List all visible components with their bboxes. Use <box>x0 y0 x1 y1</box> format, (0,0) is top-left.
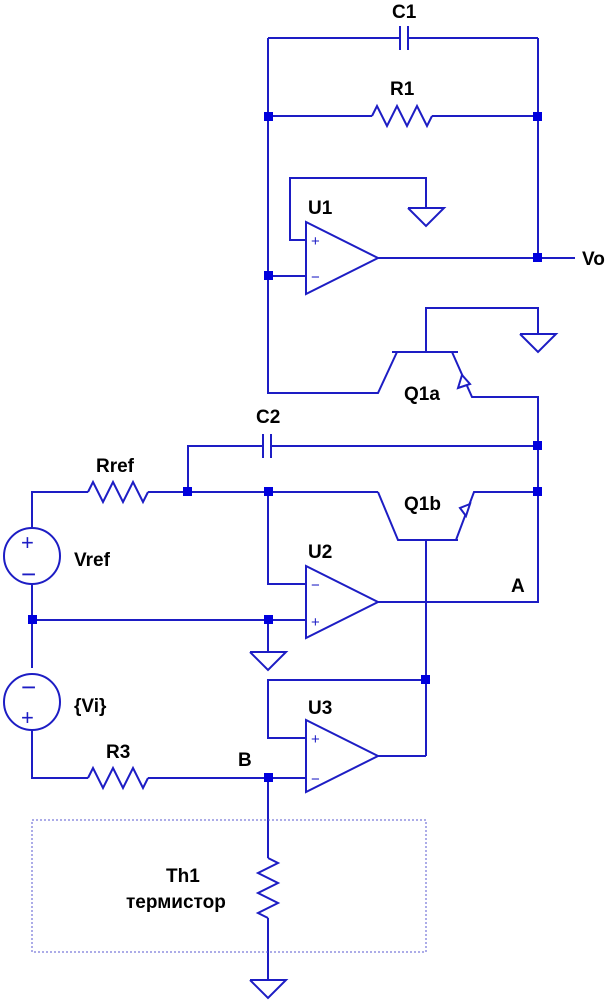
u1-label: U1 <box>308 198 333 219</box>
vi-plus: + <box>21 705 34 730</box>
u3-minus: − <box>311 771 320 788</box>
vref-label: Vref <box>74 550 111 571</box>
vref-minus: − <box>21 559 36 589</box>
c1-label: C1 <box>392 2 417 23</box>
c2-label: C2 <box>256 407 280 428</box>
vi-label: {Vi} <box>74 696 107 717</box>
vref-source <box>3 527 61 668</box>
node-a-label: A <box>511 576 525 597</box>
u3-opamp <box>148 679 426 794</box>
thermistor-label: термистор <box>126 892 226 913</box>
u1-plus: + <box>311 233 320 250</box>
node-b-label: B <box>238 750 252 771</box>
th1-thermistor <box>249 778 289 1000</box>
vi-minus: − <box>21 672 36 702</box>
c1-capacitor <box>399 26 409 50</box>
u1-minus: − <box>311 269 320 286</box>
u3-plus: + <box>311 731 320 748</box>
feedback-wires <box>267 37 539 394</box>
r1-resistor <box>371 103 433 129</box>
r3-label: R3 <box>106 742 130 763</box>
u2-label: U2 <box>308 542 332 563</box>
u2-minus: − <box>311 577 320 594</box>
thermistor-frame <box>31 819 427 953</box>
rref-label: Rref <box>96 456 135 477</box>
junction-dots <box>28 112 542 782</box>
u2-opamp <box>32 492 539 672</box>
q1b-label: Q1b <box>404 494 441 515</box>
rref-resistor <box>31 479 378 528</box>
q1a-label: Q1a <box>404 384 440 405</box>
th1-label: Th1 <box>166 866 200 887</box>
q1b-transistor <box>377 491 538 757</box>
u3-label: U3 <box>308 698 332 719</box>
vi-source <box>3 673 88 779</box>
vref-plus: + <box>21 530 34 555</box>
u2-plus: + <box>311 614 320 631</box>
u1-opamp <box>268 177 575 296</box>
r3-resistor <box>87 765 149 791</box>
vo-label: Vo <box>582 249 605 270</box>
r1-label: R1 <box>390 79 415 100</box>
c2-capacitor <box>187 434 538 492</box>
